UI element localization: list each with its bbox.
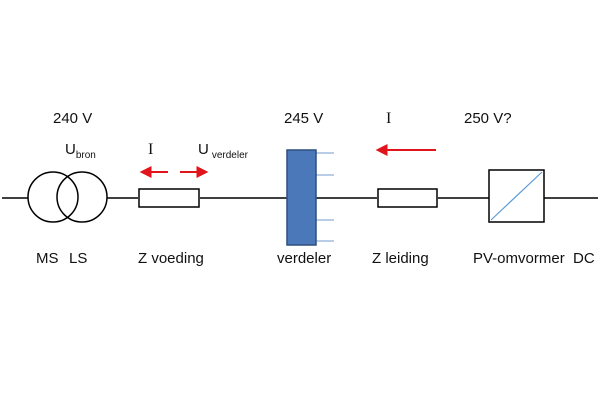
u-verdeler-main: U [198, 141, 209, 158]
inverter-voltage-label: 250 V? [464, 110, 512, 127]
transformer-ms-label: MS [36, 250, 59, 267]
feed-impedance-icon [138, 188, 200, 208]
distributor-voltage-label: 245 V [284, 110, 323, 127]
transformer-ls-label: LS [69, 250, 87, 267]
transformer-secondary-winding [56, 171, 108, 223]
transformer-icon [27, 171, 108, 223]
source-voltage-label: 240 V [53, 110, 92, 127]
inverter-label: PV-omvormer DC [473, 250, 595, 267]
inverter-diagonal [490, 171, 543, 221]
distributor-feeders [316, 152, 334, 242]
u-verdeler-subscript: verdeler [212, 150, 249, 161]
feed-impedance-label: Z voeding [138, 250, 204, 267]
u-bron-subscript: bron [76, 150, 96, 161]
u-bron-main: U [65, 141, 76, 158]
line-impedance-label: Z leiding [372, 250, 429, 267]
transformer-primary-winding [27, 171, 79, 223]
current-line-symbol: I [386, 110, 391, 127]
line-impedance-icon [377, 188, 438, 208]
u-bron-symbol: Ubron [65, 141, 96, 161]
inverter-icon [488, 169, 545, 223]
current-feed-symbol: I [148, 141, 153, 158]
current-arrows [139, 144, 436, 178]
distributor-busbar-icon [286, 149, 317, 246]
distributor-label: verdeler [277, 250, 331, 267]
